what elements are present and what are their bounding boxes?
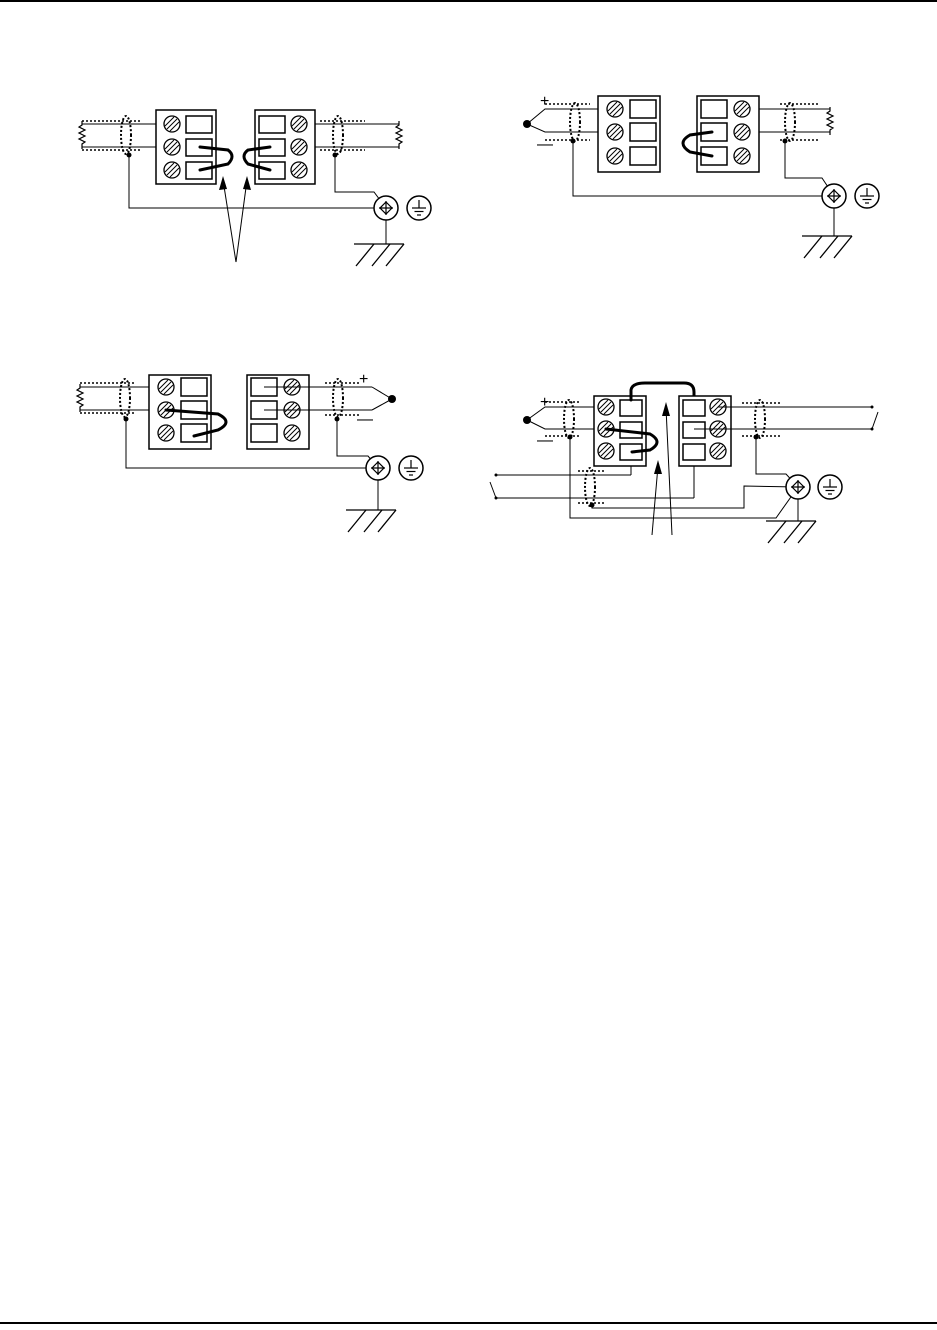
ground-symbol-icon — [818, 475, 842, 499]
chassis-screw-icon — [374, 196, 398, 220]
chassis-screw-icon — [366, 456, 390, 480]
plus-sign: + — [359, 371, 368, 388]
resistor-icon — [827, 107, 833, 135]
ground-symbol-icon — [399, 456, 423, 480]
resistor-icon — [79, 121, 85, 149]
minus-sign: — — [537, 136, 553, 153]
resistor-icon — [396, 121, 402, 149]
earth-rake-icon — [346, 510, 396, 532]
earth-rake-icon — [802, 236, 852, 258]
earth-rake-icon — [766, 521, 816, 543]
minus-sign: — — [537, 432, 553, 449]
cable-shield-icon — [564, 400, 574, 438]
diagram-d: + — — [490, 383, 878, 543]
diagram-a — [79, 110, 431, 266]
plus-sign: + — [540, 93, 549, 110]
chassis-screw-icon — [822, 184, 846, 208]
plus-sign: + — [540, 394, 549, 411]
chassis-screw-icon — [786, 475, 810, 499]
minus-sign: — — [357, 411, 373, 428]
ground-symbol-icon — [407, 196, 431, 220]
cable-shield-icon — [755, 400, 765, 438]
cable-shield-icon — [585, 468, 595, 506]
ground-symbol-icon — [855, 184, 879, 208]
diagram-c: + — — [77, 371, 423, 532]
cable-shield-icon — [120, 379, 130, 417]
earth-rake-icon — [354, 244, 404, 266]
cable-shield-icon — [333, 379, 343, 417]
thermocouple-junction-icon — [388, 395, 396, 403]
resistor-icon — [77, 384, 83, 412]
diagram-b: + — — [523, 93, 879, 258]
